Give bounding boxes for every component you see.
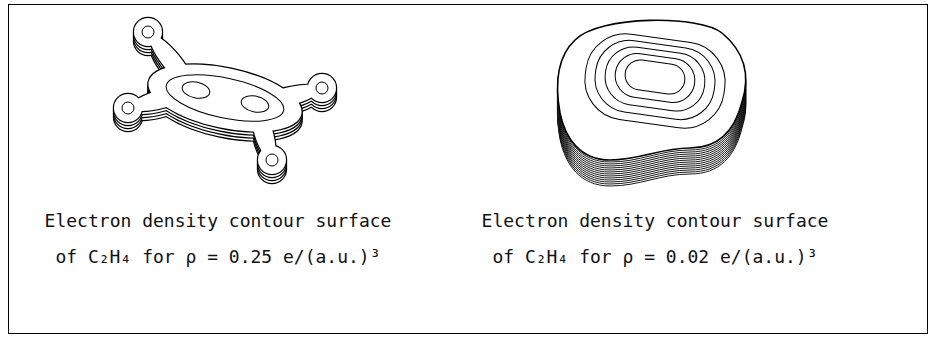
caption-line: of C₂H₄ for ρ = 0.25 e/(a.u.)³ bbox=[55, 246, 380, 268]
caption-line: of C₂H₄ for ρ = 0.02 e/(a.u.)³ bbox=[492, 246, 817, 268]
figure-frame bbox=[9, 5, 928, 334]
ethylene-sparse-surface bbox=[557, 20, 745, 186]
ethylene-dense-surface bbox=[114, 18, 336, 183]
caption-line: Electron density contour surface bbox=[482, 210, 829, 232]
caption-line: Electron density contour surface bbox=[45, 210, 392, 232]
